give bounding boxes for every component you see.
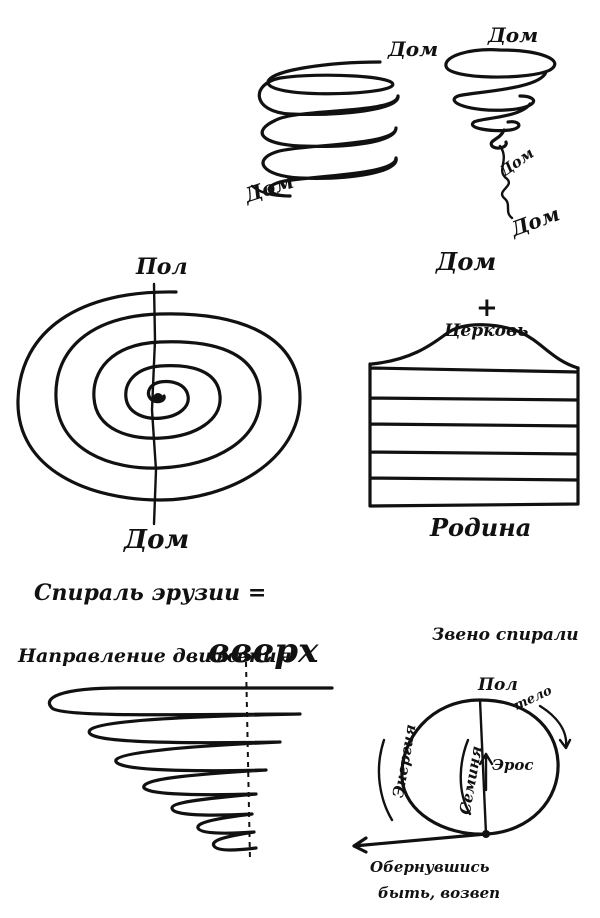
spiral-link-vertical	[478, 698, 488, 836]
erosion-cone	[47, 686, 334, 852]
spiral-link-right-label: Эрос	[492, 756, 534, 774]
spiral-link-base-dot	[482, 830, 490, 838]
top-left-coil-bottom-label: Дом	[240, 169, 296, 208]
spiral-link-title: Звено спирали	[432, 625, 579, 645]
house-cross: +	[476, 293, 498, 323]
spiral-link-inner-stroke	[459, 738, 472, 816]
top-right-spiral-group: Дом Дом Дом	[444, 23, 563, 241]
top-right-stem-bottom-label: Дом	[507, 201, 563, 241]
top-left-spiral-group: Дом Дом	[240, 37, 438, 208]
concentric-bottom-label: Дом	[122, 525, 189, 555]
concentric-spiral-group: Пол Дом	[16, 254, 302, 555]
spiral-link-top-sub-label: тело	[512, 683, 555, 714]
concentric-spiral	[16, 290, 302, 502]
house-layers	[368, 362, 580, 508]
house-dome-label: Церковь	[443, 321, 528, 341]
direction-big-label: вверх	[208, 631, 319, 671]
top-left-coil-top-label: Дом	[387, 37, 438, 61]
spiral-link-top-label: Пол	[477, 675, 518, 695]
spiral-link-left-label: Энергия	[389, 723, 420, 799]
top-right-funnel-top-label: Дом	[487, 23, 538, 47]
top-right-stem	[498, 144, 514, 220]
house-bottom-label: Родина	[429, 513, 531, 542]
top-left-tail	[250, 184, 288, 198]
house-top-label: Дом	[435, 247, 496, 276]
spiral-link-bottom-line2: быть, возвеn	[378, 884, 500, 902]
erosion-axis	[245, 661, 251, 861]
concentric-center-dot	[153, 393, 163, 403]
concentric-axis	[150, 282, 158, 526]
spiral-link-base-arrow	[352, 832, 488, 854]
spiral-link-right-arrow	[538, 704, 572, 750]
top-right-funnel	[444, 48, 557, 150]
house-dome	[370, 323, 580, 370]
layered-house-group: Дом + Церковь Родина	[368, 247, 580, 542]
erosion-spiral-group: Спираль эрузии = Направление движения вв…	[17, 580, 334, 861]
direction-label: Направление движения	[17, 645, 292, 667]
spiral-link-left-arc	[377, 738, 394, 822]
top-left-coil	[257, 60, 400, 198]
erosion-title: Спираль эрузии =	[34, 580, 266, 606]
spiral-link-up-arrow	[478, 752, 494, 792]
spiral-link-bottom-line1: Обернувшись	[370, 858, 490, 876]
spiral-link-group: Звено спирали Пол тело Энергия Семиня Эр…	[352, 625, 579, 902]
concentric-top-label: Пол	[135, 254, 188, 280]
